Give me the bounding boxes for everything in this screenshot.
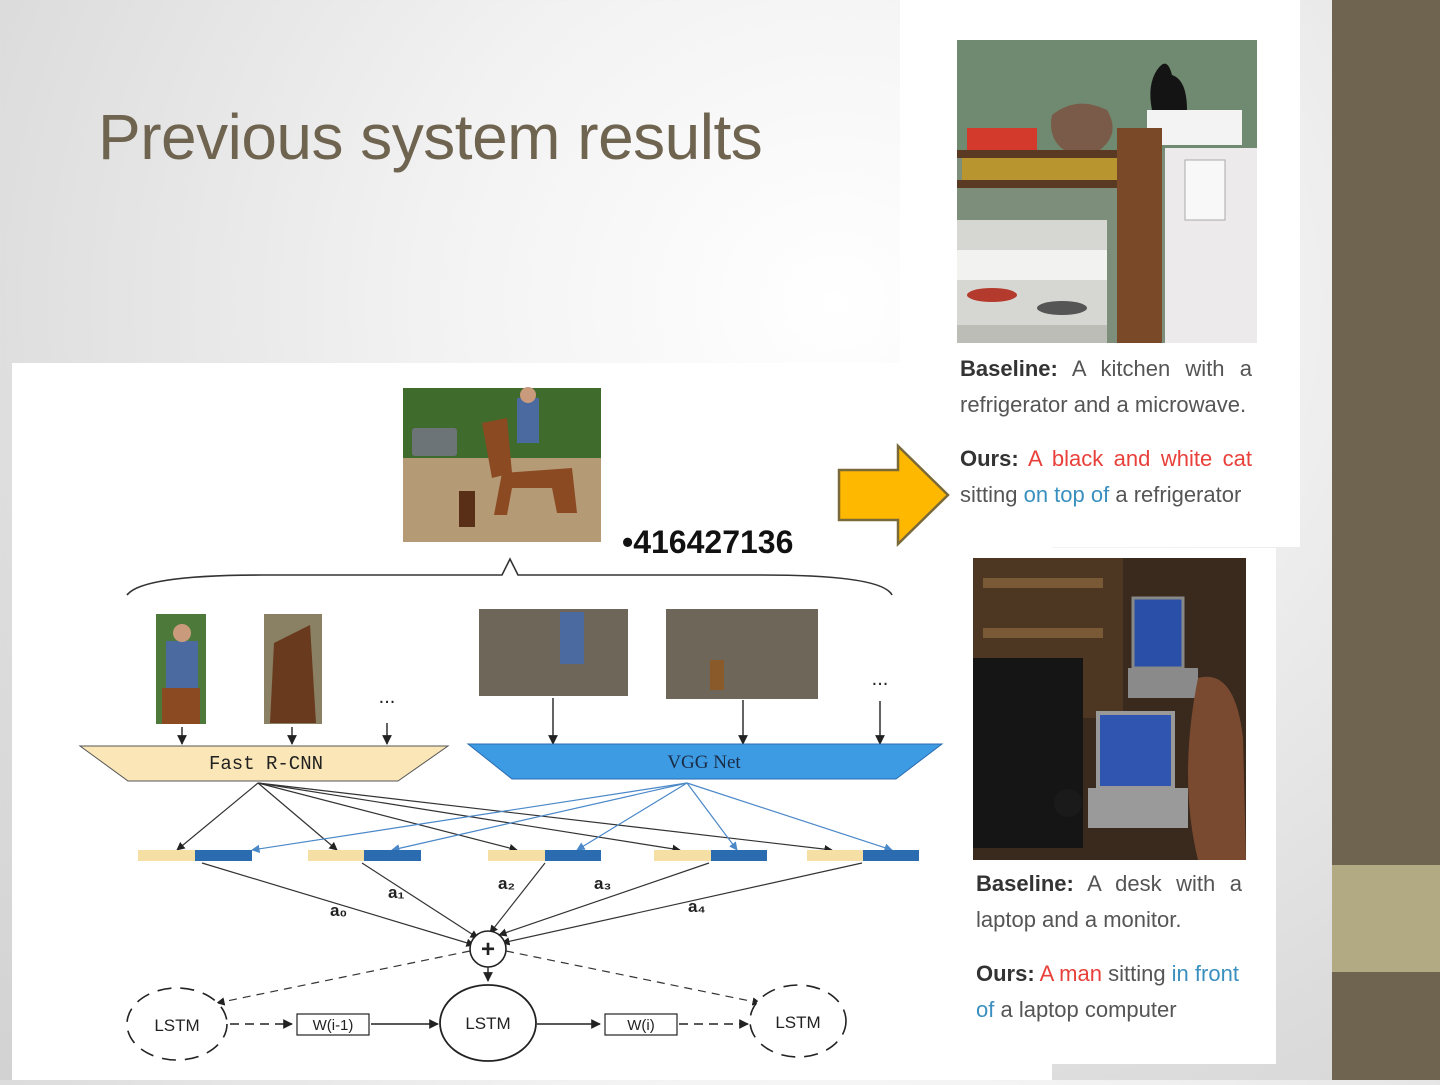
weight-a0: a₀: [330, 901, 347, 920]
desk-photo-art: [973, 558, 1246, 860]
lstm-current: [439, 984, 537, 1062]
weight-a2: a₂: [498, 874, 515, 893]
input-photo: [403, 387, 601, 542]
w-curr-box: [604, 1013, 678, 1036]
slide-title: Previous system results: [98, 101, 763, 173]
kitchen-ours-subject: A black and white cat: [1027, 446, 1252, 471]
ellipsis-right: ...: [872, 668, 889, 690]
lstm-next-label: LSTM: [775, 1013, 820, 1032]
desk-ours-label: Ours:: [976, 961, 1035, 986]
weight-a3: a₃: [594, 874, 611, 893]
lstm-prev: [126, 987, 228, 1061]
decorative-side-band: [1332, 0, 1440, 1080]
feature-vector-1: [138, 850, 252, 861]
kitchen-ours-object: a refrigerator: [1109, 482, 1242, 507]
grouping-brace: [126, 557, 893, 596]
side-band-accent: [1332, 865, 1440, 972]
desk-ours-object: a laptop computer: [994, 997, 1177, 1022]
masked-crop-person: [479, 609, 628, 696]
diagram-canvas: ... ... Fast R-CNN VGG Net: [78, 387, 944, 1062]
kitchen-photo: [957, 40, 1257, 343]
result-card-desk: Baseline: A desk with a laptop and a mon…: [958, 548, 1276, 1064]
feature-vector-2: [308, 850, 421, 861]
w-prev-label: W(i-1): [313, 1017, 354, 1034]
kitchen-caption: Baseline: A kitchen with a refrigerator …: [960, 351, 1252, 513]
masked-crop-dog: [666, 609, 818, 699]
desk-baseline-label: Baseline:: [976, 871, 1074, 896]
desk-ours-relation: in front of: [976, 961, 1239, 1022]
lstm-prev-label: LSTM: [154, 1016, 199, 1035]
kitchen-baseline-text: A kitchen with a refrigerator and a micr…: [960, 356, 1252, 417]
kitchen-ours-verb: sitting: [960, 482, 1024, 507]
ellipsis-left: ...: [379, 686, 396, 708]
sum-symbol: +: [481, 936, 495, 963]
kitchen-baseline-label: Baseline:: [960, 356, 1058, 381]
dashed-to-next-lstm: [505, 950, 761, 1006]
w-curr-label: W(i): [627, 1017, 654, 1034]
desk-photo: [973, 558, 1246, 860]
desk-ours-subject: A man: [1039, 961, 1102, 986]
arrow-right-icon: [837, 443, 950, 547]
desk-ours-verb: sitting: [1101, 961, 1172, 986]
desk-baseline: Baseline: A desk with a laptop and a mon…: [976, 866, 1242, 938]
result-card-kitchen: Baseline: A kitchen with a refrigerator …: [900, 0, 1300, 547]
region-crop-person: [156, 614, 206, 724]
feature-vector-4: [654, 850, 767, 861]
vgg-net-block: [466, 743, 944, 780]
vgg-net-label: VGG Net: [667, 752, 741, 773]
desk-caption: Baseline: A desk with a laptop and a mon…: [976, 866, 1242, 1028]
lstm-current-label: LSTM: [465, 1014, 510, 1033]
dashed-to-prev-lstm: [216, 950, 471, 1006]
kitchen-ours: Ours: A black and white cat sitting on t…: [960, 441, 1252, 513]
vgg-fanout: [251, 782, 893, 854]
w-prev-box: [296, 1013, 370, 1036]
kitchen-ours-relation: on top of: [1023, 482, 1110, 507]
kitchen-ours-label: Ours:: [960, 446, 1019, 471]
rcnn-fanout: [176, 782, 833, 854]
attention-lines: [201, 862, 863, 947]
kitchen-baseline: Baseline: A kitchen with a refrigerator …: [960, 351, 1252, 423]
kitchen-photo-art: [957, 40, 1257, 343]
fast-rcnn-label: Fast R-CNN: [209, 753, 323, 775]
weight-a4: a₄: [688, 897, 706, 916]
lstm-next: [749, 984, 847, 1058]
region-crop-dog: [264, 614, 322, 724]
desk-ours: Ours: A man sitting in front of a laptop…: [976, 956, 1242, 1028]
page-number: •416427136: [622, 524, 794, 560]
feature-vector-3: [488, 850, 601, 861]
fast-rcnn-block: [78, 745, 450, 782]
feature-vector-5: [807, 850, 919, 861]
desk-baseline-text: A desk with a laptop and a monitor.: [976, 871, 1242, 932]
weight-a1: a₁: [388, 883, 405, 902]
